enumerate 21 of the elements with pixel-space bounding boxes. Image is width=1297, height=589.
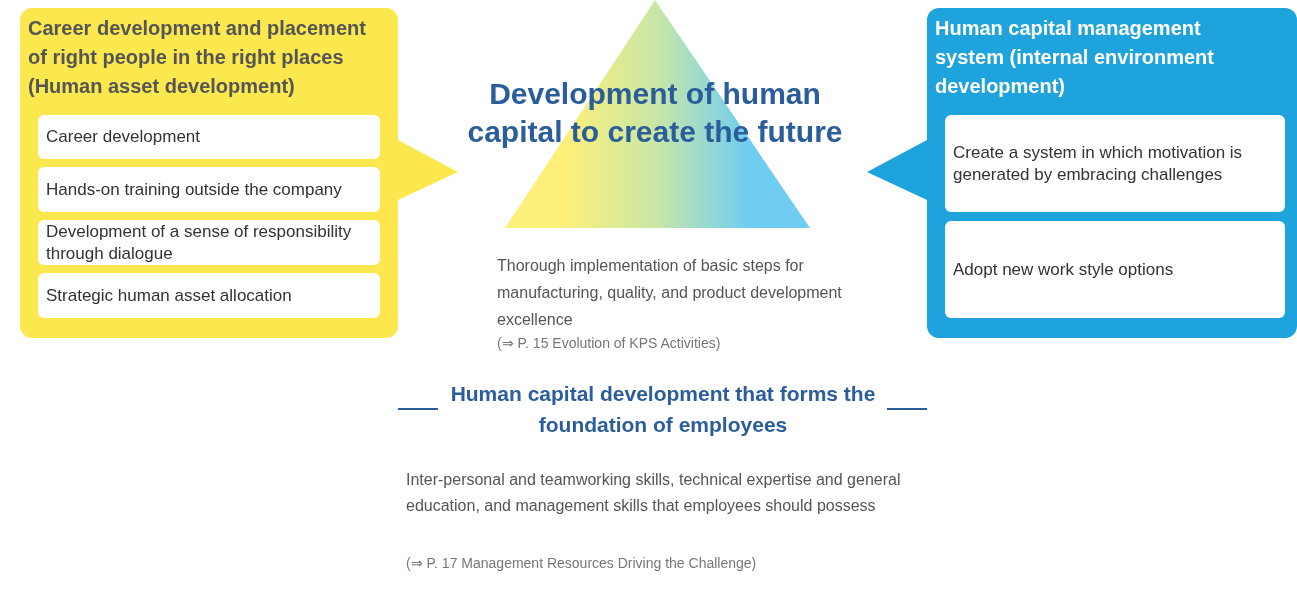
item-text: Adopt new work style options <box>953 258 1174 281</box>
page-reference: (⇒ P. 15 Evolution of KPS Activities) <box>497 335 721 351</box>
item-card <box>945 221 1285 318</box>
description-text: Thorough implementation of basic steps for manufacturing, quality, and product development excellence <box>497 256 843 330</box>
item-text: Create a system in which motivation is generated by embracing challenges <box>953 141 1244 186</box>
callout-panel <box>927 8 1297 338</box>
item-card <box>945 115 1285 212</box>
item-text: Career development <box>46 126 201 148</box>
description-text: Inter-personal and teamworking skills, technical expertise and general education, and management skills that employees should possess <box>406 470 902 516</box>
panel-heading: Human capital management system (internal environment development) <box>935 16 1215 99</box>
callout-panel <box>20 8 398 338</box>
item-text: Development of a sense of responsibility through dialogue <box>46 220 353 265</box>
panel-heading: Career development and placement of right people in the right places (Human asset development) <box>28 16 367 99</box>
item-text: Strategic human asset allocation <box>46 284 292 307</box>
item-text: Hands-on training outside the company <box>46 178 342 201</box>
page-reference: (⇒ P. 17 Management Resources Driving the Challenge) <box>406 555 757 571</box>
item-card <box>38 115 380 159</box>
apex-title: Development of human capital to create the future <box>466 76 844 150</box>
section-heading: Human capital development that forms the foundation of employees <box>449 381 877 438</box>
item-card <box>38 167 380 212</box>
item-card <box>38 273 380 318</box>
